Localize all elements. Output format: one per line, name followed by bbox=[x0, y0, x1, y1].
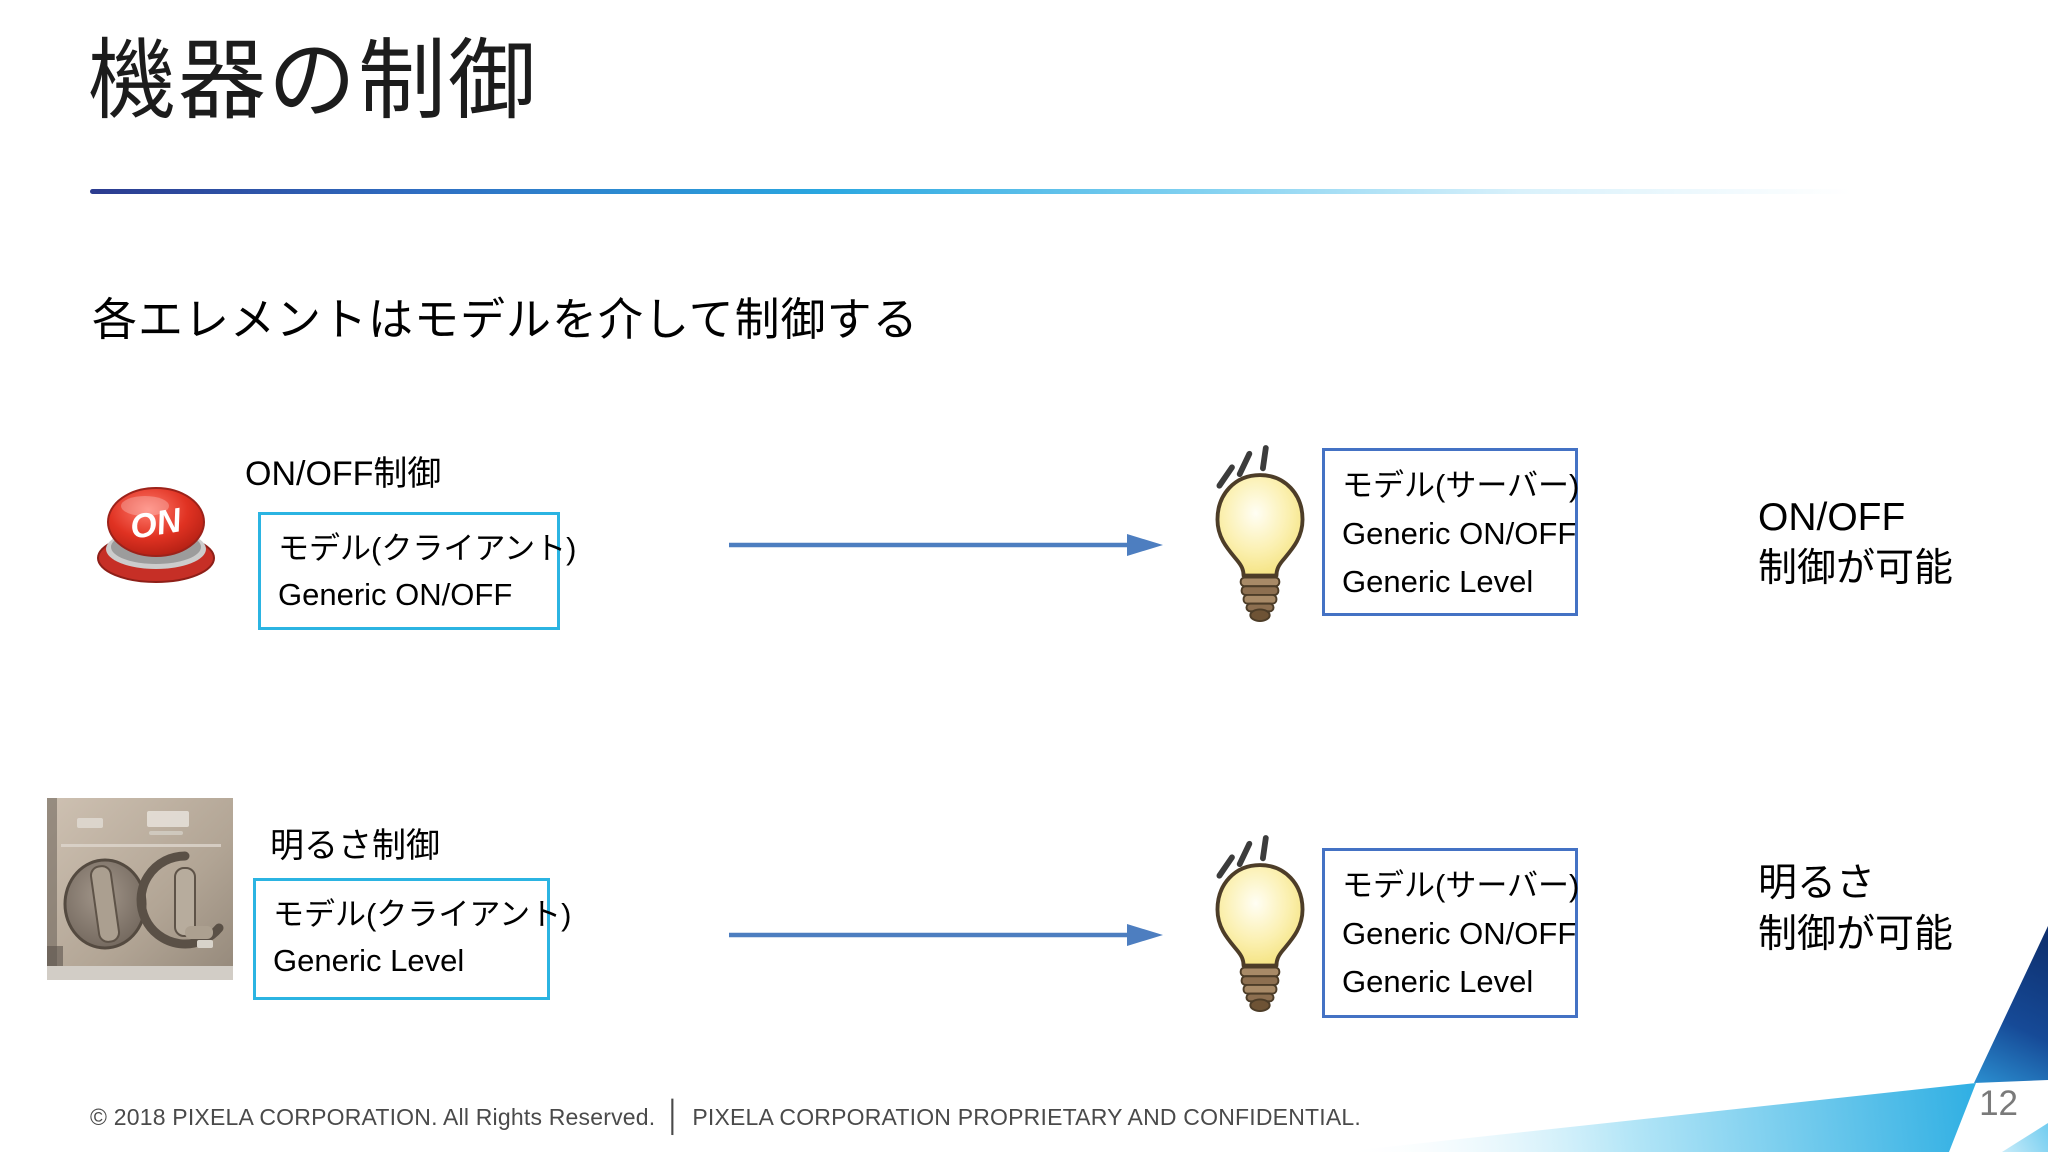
row1-result-text: ON/OFF 制御が可能 bbox=[1758, 492, 1953, 594]
footer: © 2018 PIXELA CORPORATION. All Rights Re… bbox=[90, 1102, 1361, 1132]
page-title: 機器の制御 bbox=[88, 31, 539, 130]
row1-arrow-icon bbox=[727, 527, 1165, 563]
row2-arrow-icon bbox=[727, 917, 1165, 953]
row2-result-text: 明るさ 制御が可能 bbox=[1758, 858, 1953, 960]
footer-confidential: PIXELA CORPORATION PROPRIETARY AND CONFI… bbox=[692, 1103, 1361, 1130]
row2-server-model-property2: Generic Level bbox=[1342, 964, 1534, 999]
row2-server-model-title: モデル(サーバー) bbox=[1342, 868, 1580, 903]
subtitle: 各エレメントはモデルを介して制御する bbox=[92, 294, 919, 345]
row1-server-model-property2: Generic Level bbox=[1342, 564, 1534, 599]
row1-light-bulb-icon bbox=[1202, 441, 1318, 629]
row1-result-line2: 制御が可能 bbox=[1758, 547, 1954, 590]
row2-client-model-title: モデル(クライアント) bbox=[273, 897, 572, 932]
footer-copyright: © 2018 PIXELA CORPORATION. All Rights Re… bbox=[90, 1103, 656, 1130]
row1-server-model-title: モデル(サーバー) bbox=[1342, 468, 1580, 503]
row2-server-model-box: モデル(サーバー) Generic ON/OFF Generic Level bbox=[1322, 848, 1580, 1018]
title-underline bbox=[90, 189, 1925, 194]
row1-client-model-property: Generic ON/OFF bbox=[278, 577, 513, 612]
row1-server-model-box: モデル(サーバー) Generic ON/OFF Generic Level bbox=[1322, 448, 1580, 616]
row2-light-bulb-icon bbox=[1202, 831, 1318, 1019]
row2-device-label: 明るさ制御 bbox=[270, 827, 440, 865]
row1-result-line1: ON/OFF bbox=[1758, 496, 1906, 539]
row1-device-label: ON/OFF制御 bbox=[245, 455, 442, 493]
page-number: 12 bbox=[1979, 1084, 2018, 1123]
row1-client-model-box: モデル(クライアント) Generic ON/OFF bbox=[258, 512, 577, 630]
on-button-icon: ON bbox=[97, 487, 215, 583]
row1-server-model-property1: Generic ON/OFF bbox=[1342, 516, 1577, 551]
row2-result-line2: 制御が可能 bbox=[1758, 913, 1954, 956]
row1-client-model-title: モデル(クライアント) bbox=[278, 531, 577, 566]
row2-result-line1: 明るさ bbox=[1758, 862, 1876, 905]
svg-text:ON: ON bbox=[128, 501, 186, 547]
brightness-knob-photo bbox=[47, 798, 233, 980]
row2-client-model-box: モデル(クライアント) Generic Level bbox=[253, 878, 572, 1000]
row2-server-model-property1: Generic ON/OFF bbox=[1342, 916, 1577, 951]
row2-client-model-property: Generic Level bbox=[273, 943, 465, 978]
footer-separator: │ bbox=[664, 1100, 684, 1133]
